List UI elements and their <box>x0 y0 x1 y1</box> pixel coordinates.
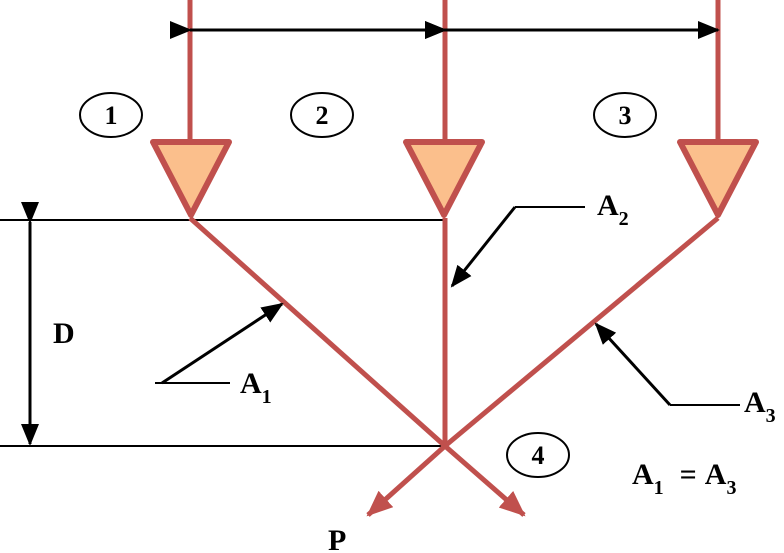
a2-label-main: A <box>597 189 619 222</box>
node-circle-2: 2 <box>290 92 354 138</box>
equation-operator: = <box>680 458 697 491</box>
a3-label-main: A <box>744 386 766 419</box>
support-triangle-3 <box>677 139 759 218</box>
node-label-1: 1 <box>105 101 118 130</box>
load-arrow-left <box>366 444 447 517</box>
node-circle-1: 1 <box>79 92 143 138</box>
a2-leader-arrow <box>450 206 517 288</box>
node-label-4: 4 <box>532 441 545 470</box>
a3-label-sub: 3 <box>766 405 776 427</box>
support-triangle-2 <box>403 139 485 218</box>
equation-lhs-sub: 1 <box>654 477 664 499</box>
load-arrow-right <box>443 444 526 517</box>
load-label: P <box>328 524 346 553</box>
a2-label: A2 <box>597 189 629 230</box>
a2-label-sub: 2 <box>619 208 629 230</box>
member-a1 <box>188 216 447 448</box>
a3-label: A3 <box>744 386 776 427</box>
node-circle-4: 4 <box>506 432 570 478</box>
node-circle-3: 3 <box>593 92 657 138</box>
member-a3 <box>443 216 720 448</box>
area-equation: A1=A3 <box>632 458 736 499</box>
equation-rhs-sub: 3 <box>726 477 736 499</box>
a1-leader-arrow <box>161 302 284 385</box>
node-label-2: 2 <box>316 101 329 130</box>
a1-label-sub: 1 <box>262 386 272 408</box>
a1-label: A1 <box>240 367 272 408</box>
depth-label: D <box>53 317 75 350</box>
equation-rhs-main: A <box>705 458 727 491</box>
support-triangle-1 <box>150 139 232 218</box>
a3-leader-arrow <box>594 322 672 407</box>
a1-label-main: A <box>240 367 262 400</box>
equation-lhs-main: A <box>632 458 654 491</box>
node-label-3: 3 <box>619 101 632 130</box>
